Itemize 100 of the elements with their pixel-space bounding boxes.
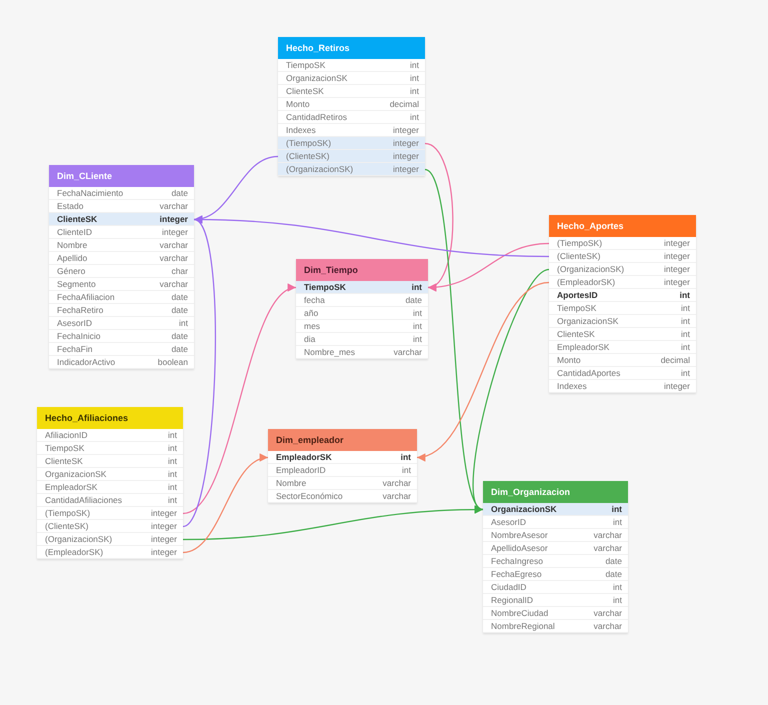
column-name: RegionalID (491, 595, 534, 605)
table-header: Dim_empleador (268, 429, 417, 451)
column-type: integer (393, 164, 419, 174)
column-name: FechaEgreso (491, 569, 542, 579)
column-type: integer (160, 214, 188, 224)
column-type: int (681, 303, 690, 313)
column-name: FechaInicio (57, 331, 100, 341)
table-row (549, 263, 696, 276)
column-type: int (402, 465, 411, 475)
column-name: mes (304, 321, 320, 331)
column-type: int (681, 342, 690, 352)
table-row (549, 237, 696, 250)
table-row (549, 276, 696, 289)
column-name: AsesorID (57, 318, 92, 328)
column-type: integer (664, 238, 690, 248)
column-name: ClienteID (57, 227, 92, 237)
column-name: OrganizacionSK (286, 73, 348, 83)
column-name: ClienteSK (45, 456, 83, 466)
column-name: TiempoSK (286, 60, 326, 70)
column-type: integer (393, 125, 419, 135)
column-type: varchar (594, 621, 622, 631)
column-type: int (412, 282, 422, 292)
relationship-line (416, 282, 550, 460)
column-type: varchar (394, 347, 422, 357)
column-type: varchar (382, 491, 411, 501)
column-name: (TiempoSK) (557, 238, 602, 248)
relationship-line (424, 142, 454, 289)
column-type: date (405, 295, 422, 305)
column-type: int (413, 334, 422, 344)
column-name: (TiempoSK) (286, 138, 332, 148)
column-type: varchar (160, 201, 188, 211)
table-row (268, 490, 417, 503)
table-row (49, 200, 194, 213)
relationship-line (472, 268, 550, 510)
column-type: integer (151, 534, 177, 544)
column-type: int (410, 60, 419, 70)
column-name: fecha (304, 295, 325, 305)
column-name: TiempoSK (557, 303, 596, 313)
column-name: ClienteSK (57, 214, 98, 224)
column-name: TiempoSK (304, 282, 346, 292)
table-row (278, 124, 425, 137)
table-header: Dim_Organizacion (483, 481, 628, 503)
column-name: FechaAfiliacion (57, 292, 115, 302)
column-name: ClienteSK (557, 329, 595, 339)
column-name: FechaNacimiento (57, 188, 124, 198)
table-row (49, 226, 194, 239)
column-name: EmpleadorSK (45, 482, 98, 492)
table-row (278, 137, 425, 150)
column-name: NombreAsesor (491, 530, 548, 540)
column-type: varchar (594, 608, 622, 618)
column-name: Monto (557, 355, 581, 365)
column-name: TiempoSK (45, 443, 84, 453)
table-row (278, 59, 425, 72)
column-name: NombreRegional (491, 621, 555, 631)
column-name: CiudadID (491, 582, 526, 592)
column-type: date (605, 569, 622, 579)
column-name: CantidadRetiros (286, 112, 347, 122)
column-type: integer (162, 227, 188, 237)
column-name: EmpleadorSK (276, 452, 332, 462)
table-row (549, 380, 696, 393)
table-header: Dim_Tiempo (296, 259, 428, 281)
column-type: int (410, 112, 419, 122)
column-name: FechaFin (57, 344, 92, 354)
column-type: int (680, 290, 690, 300)
column-name: FechaIngreso (491, 556, 543, 566)
column-type: int (681, 368, 690, 378)
column-name: (EmpleadorSK) (45, 547, 104, 557)
table-header: Dim_CLiente (49, 165, 194, 187)
column-type: decimal (660, 355, 690, 365)
column-name: NombreCiudad (491, 608, 548, 618)
column-type: date (171, 188, 188, 198)
table-row (37, 533, 183, 546)
table-header: Hecho_Aportes (549, 215, 696, 237)
column-type: int (413, 308, 422, 318)
table-row (483, 620, 628, 633)
table-row (37, 520, 183, 533)
table-row (296, 281, 428, 294)
table-card (268, 429, 417, 503)
table-card (278, 37, 425, 176)
column-type: varchar (594, 530, 622, 540)
column-name: OrganizacionSK (557, 316, 618, 326)
table-card (49, 165, 194, 369)
column-name: ClienteSK (286, 86, 324, 96)
table-row (549, 250, 696, 263)
table-row (37, 546, 183, 559)
column-name: AportesID (557, 290, 598, 300)
column-type: integer (151, 508, 177, 518)
column-type: int (410, 86, 419, 96)
column-type: int (612, 504, 622, 514)
table-card (37, 407, 183, 559)
column-type: integer (664, 381, 690, 391)
column-name: EmpleadorSK (557, 342, 610, 352)
column-name: Monto (286, 99, 310, 109)
table-row (49, 356, 194, 369)
column-type: int (410, 73, 419, 83)
column-type: int (613, 582, 622, 592)
table-row (268, 451, 417, 464)
table-card (296, 259, 428, 359)
column-name: Indexes (557, 381, 587, 391)
table-header: Hecho_Afiliaciones (37, 407, 183, 429)
